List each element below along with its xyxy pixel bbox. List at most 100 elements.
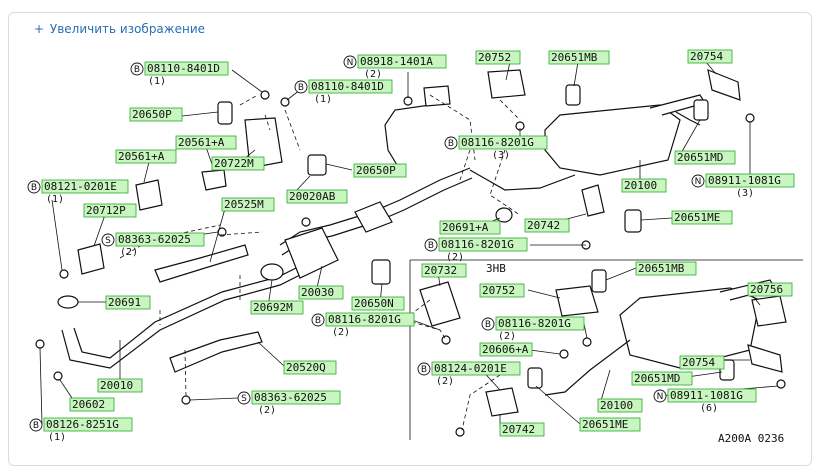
muffler-upper-hanger-rod	[675, 111, 701, 126]
part-number[interactable]: 20525M	[224, 198, 264, 211]
part-number[interactable]: 08124-0201E	[434, 362, 507, 375]
part-number[interactable]: 08918-1401A	[360, 55, 433, 68]
bracket-20752-lower	[555, 285, 599, 317]
part-box	[687, 49, 733, 64]
part-number[interactable]: 20561+A	[178, 136, 225, 149]
nut-20602	[53, 371, 63, 381]
bolt-marker-b-icon	[130, 62, 144, 76]
part-number[interactable]: 08363-62025	[118, 233, 191, 246]
bracket-20756	[751, 295, 787, 327]
part-number[interactable]: 20742	[527, 219, 560, 232]
part-box	[250, 300, 304, 315]
bolt-marker-b-letter: B	[33, 421, 39, 431]
part-number[interactable]: 20756	[750, 283, 783, 296]
nut-marker-n-icon	[691, 174, 705, 188]
part-number[interactable]: 20691	[108, 296, 141, 309]
catalytic-converter-shape	[284, 227, 339, 279]
hanger-20650P-a	[217, 101, 233, 125]
dashed-guide-hangers	[239, 95, 301, 151]
part-number[interactable]: 20732	[424, 264, 457, 277]
part-box	[705, 173, 795, 188]
part-number[interactable]: 20651ME	[582, 418, 628, 431]
bolt-marker-s-letter: S	[241, 394, 247, 404]
part-number[interactable]: 20712P	[86, 204, 126, 217]
part-number[interactable]: 20651MD	[677, 151, 723, 164]
zoom-plus-icon: +	[34, 22, 45, 36]
gasket-20692M	[260, 263, 284, 281]
part-number[interactable]: 20692M	[253, 301, 293, 314]
bolt-marker-b-icon	[294, 80, 308, 94]
bolt-marker-b-letter: B	[428, 241, 434, 251]
part-number[interactable]: 20651ME	[674, 211, 720, 224]
variant-separator-line	[409, 259, 803, 440]
bolt-marker-b-icon	[29, 418, 43, 432]
part-number[interactable]: 08110-8401D	[311, 80, 384, 93]
rear-pipe-upper	[384, 104, 431, 171]
leader-lines	[39, 61, 779, 428]
hanger-20651ME-lower	[527, 367, 543, 389]
part-quantity: (1)	[314, 94, 332, 105]
part-box	[211, 156, 265, 171]
part-number[interactable]: 20691+A	[442, 221, 489, 234]
nut-marker-n-letter: N	[695, 177, 702, 187]
part-number[interactable]: 20100	[624, 179, 657, 192]
muffler-upper-tailpipe	[649, 94, 706, 116]
part-box	[83, 203, 137, 218]
part-number[interactable]: 20561+A	[118, 150, 165, 163]
part-box	[308, 79, 393, 94]
part-box	[524, 218, 570, 233]
part-quantity: (2)	[332, 327, 350, 338]
nut-marker-n-letter: N	[347, 58, 354, 68]
bracket-20722M	[244, 117, 283, 169]
part-number[interactable]: 20754	[682, 356, 715, 369]
heat-shield-shape	[169, 331, 263, 373]
dashed-guide-lower-bolt	[461, 374, 501, 431]
part-number[interactable]: 20722M	[214, 157, 254, 170]
part-box	[144, 61, 229, 76]
part-number[interactable]: 08911-1081G	[670, 389, 743, 402]
zoom-image-link[interactable]: + Увеличить изображение	[34, 22, 205, 36]
part-box	[621, 178, 667, 193]
part-number[interactable]: 20606+A	[482, 343, 529, 356]
bracket-20742-top	[581, 184, 605, 217]
bolt-marker-s-letter: S	[105, 236, 111, 246]
part-number[interactable]: 08121-0201E	[44, 180, 117, 193]
part-number[interactable]: 08363-62025	[254, 391, 327, 404]
part-number[interactable]: 08911-1081G	[708, 174, 781, 187]
part-quantity: (2)	[436, 376, 454, 387]
part-number[interactable]: 20602	[72, 398, 105, 411]
part-box	[97, 378, 143, 393]
part-box	[635, 261, 697, 276]
part-number[interactable]: 20020AB	[289, 190, 336, 203]
part-number[interactable]: 08116-8201G	[328, 313, 401, 326]
part-number[interactable]: 20650P	[356, 164, 396, 177]
bolt-marker-s-icon	[101, 233, 115, 247]
part-number[interactable]: 08126-8251G	[46, 418, 119, 431]
part-box	[431, 361, 521, 376]
part-number[interactable]: 20752	[482, 284, 515, 297]
part-number[interactable]: 20100	[600, 399, 633, 412]
part-number[interactable]: 20742	[502, 423, 535, 436]
part-number[interactable]: 20754	[690, 50, 723, 63]
part-number[interactable]: 20650P	[132, 108, 172, 121]
part-box	[421, 263, 467, 278]
part-number[interactable]: 20520Q	[286, 361, 326, 374]
bracket-20752-top	[487, 69, 526, 99]
part-number[interactable]: 20010	[100, 379, 133, 392]
part-number[interactable]: 20030	[301, 286, 334, 299]
part-number[interactable]: 20650N	[354, 297, 394, 310]
clamp-20561A-b	[201, 169, 227, 191]
part-quantity: (2)	[120, 247, 138, 258]
part-number[interactable]: 20752	[478, 51, 511, 64]
part-number[interactable]: 20651MD	[634, 372, 680, 385]
part-number[interactable]: 08110-8401D	[147, 62, 220, 75]
part-box	[69, 397, 115, 412]
part-number[interactable]: 08116-8201G	[441, 238, 514, 251]
part-number[interactable]: 20651MB	[551, 51, 598, 64]
bolt-08116-c	[441, 335, 451, 345]
part-number[interactable]: 20651MB	[638, 262, 685, 275]
bracket-20732	[419, 281, 461, 327]
part-number[interactable]: 08116-8201G	[498, 317, 571, 330]
bolt-marker-s-icon	[237, 391, 251, 405]
part-number[interactable]: 08116-8201G	[461, 136, 534, 149]
